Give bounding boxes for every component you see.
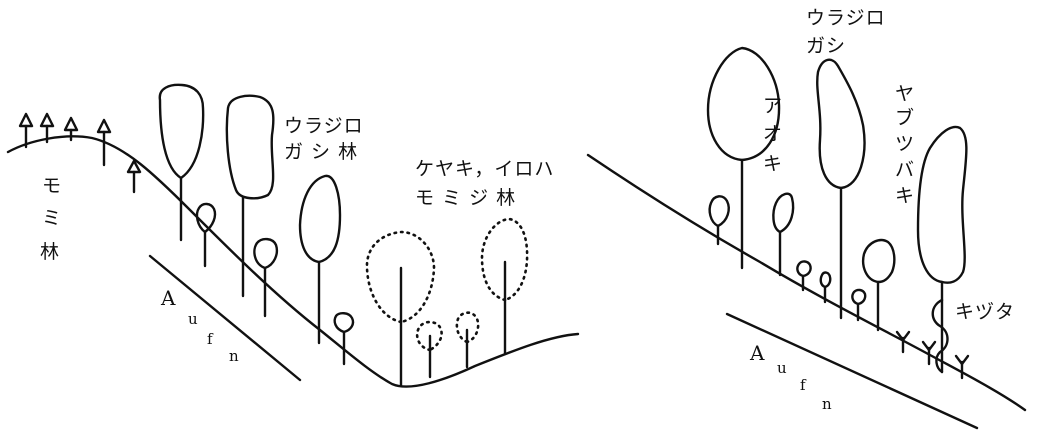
deciduous-trees xyxy=(365,217,529,388)
fir-tree xyxy=(39,112,55,144)
keyaki-tree xyxy=(480,217,529,356)
keyaki-tree xyxy=(415,320,443,379)
fir-trees xyxy=(18,112,142,194)
oak-tree xyxy=(706,46,781,270)
svg-text:f: f xyxy=(800,376,807,394)
svg-text:ガ シ 林: ガ シ 林 xyxy=(284,141,358,163)
oak-trees xyxy=(158,83,355,366)
small-tree xyxy=(796,260,812,292)
momi-forest-label: モ ミ 林 xyxy=(40,175,61,263)
oak-tree xyxy=(253,237,279,318)
right-soil-line xyxy=(725,312,979,430)
oak-tree xyxy=(158,83,205,242)
left-soil-labels: A u f n xyxy=(160,286,239,365)
oak-tree xyxy=(298,174,342,345)
svg-text:A: A xyxy=(160,286,176,310)
svg-text:n: n xyxy=(229,347,239,365)
right-panel: ウラジロ ガシ ア オ キ ヤ ブ ツ バ キ キヅタ A u f n xyxy=(586,7,1027,430)
oak-tree xyxy=(862,238,896,332)
left-ground-line xyxy=(6,135,580,388)
svg-text:ウラジロ: ウラジロ xyxy=(806,7,886,29)
svg-text:林: 林 xyxy=(40,241,59,263)
fir-tree xyxy=(18,112,34,149)
svg-text:オ: オ xyxy=(763,123,782,145)
svg-text:ミ: ミ xyxy=(42,207,61,229)
fir-tree xyxy=(63,116,79,142)
urajiro-forest-label: ウラジロ ガ シ 林 xyxy=(284,115,364,163)
kizuta-plants xyxy=(895,330,970,380)
svg-text:ウラジロ: ウラジロ xyxy=(284,115,364,137)
svg-text:u: u xyxy=(777,359,787,377)
kizuta-plant xyxy=(954,354,970,380)
svg-text:f: f xyxy=(207,330,214,348)
svg-text:ツ: ツ xyxy=(895,133,914,155)
right-trees xyxy=(706,46,970,380)
svg-text:n: n xyxy=(822,395,832,413)
oak-tree xyxy=(816,58,866,320)
svg-text:ガシ: ガシ xyxy=(806,35,846,57)
svg-text:ヤ: ヤ xyxy=(895,83,914,105)
svg-text:ケヤキ，イロハ: ケヤキ，イロハ xyxy=(415,158,554,180)
keyaki-forest-label: ケヤキ，イロハ モ ミ ジ 林 xyxy=(415,158,554,209)
yabutsubaki-label: ヤ ブ ツ バ キ xyxy=(895,83,914,207)
keyaki-tree xyxy=(365,230,436,388)
aoki-tree xyxy=(708,195,730,246)
svg-text:A: A xyxy=(749,341,765,365)
svg-text:キ: キ xyxy=(895,185,914,207)
left-soil-line xyxy=(148,254,302,382)
left-panel: モ ミ 林 ウラジロ ガ シ 林 ケヤキ，イロハ モ ミ ジ 林 A u f n xyxy=(6,83,580,388)
svg-text:キ: キ xyxy=(763,153,782,175)
oak-tree xyxy=(333,312,355,366)
right-ground-line xyxy=(586,153,1027,412)
ivy-vine xyxy=(931,298,949,374)
oak-tree xyxy=(195,202,217,268)
fir-tree xyxy=(126,159,142,194)
kizuta-plant xyxy=(921,340,937,366)
svg-text:バ: バ xyxy=(895,159,914,181)
fir-tree xyxy=(96,118,112,167)
small-tree xyxy=(851,288,867,322)
kizuta-plant xyxy=(895,330,911,354)
small-tree xyxy=(819,271,832,304)
svg-text:モ: モ xyxy=(42,175,61,197)
right-soil-labels: A u f n xyxy=(749,341,832,413)
aoki-label: ア オ キ xyxy=(763,95,782,175)
svg-text:モ ミ ジ 林: モ ミ ジ 林 xyxy=(415,187,516,209)
aoki-tree xyxy=(772,192,795,277)
svg-text:u: u xyxy=(188,310,198,328)
kizuta-label: キヅタ xyxy=(955,301,1015,323)
yabutsubaki-tree xyxy=(916,125,968,374)
svg-text:ブ: ブ xyxy=(895,106,914,129)
oak-tree xyxy=(225,94,275,298)
keyaki-tree xyxy=(455,311,480,369)
right-urajiro-label: ウラジロ ガシ xyxy=(806,7,886,57)
svg-text:ア: ア xyxy=(763,95,782,117)
